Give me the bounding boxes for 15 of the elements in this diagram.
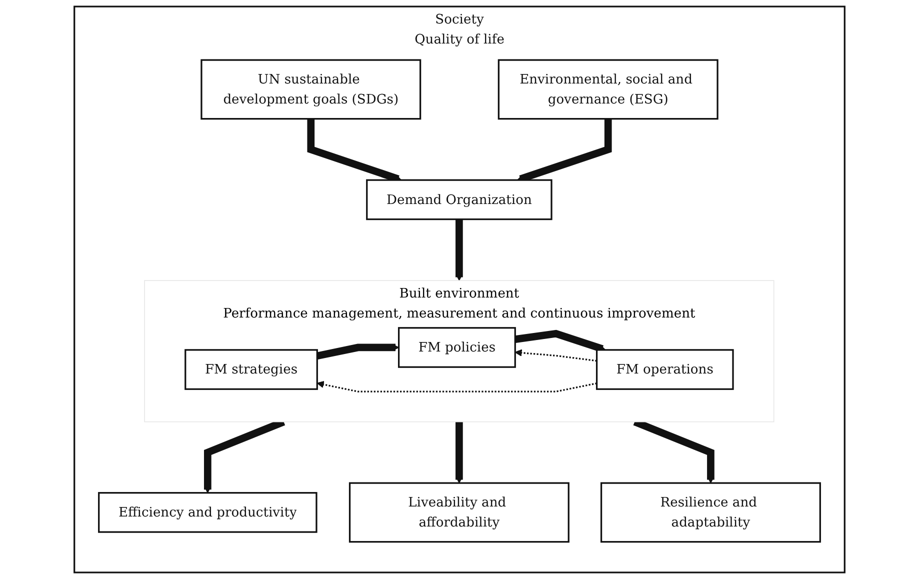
node-box: Resilience and adaptability [600,482,821,543]
node-box: Liveability and affordability [348,482,570,543]
arrow [316,380,597,392]
node-box: Efficiency and productivity [98,492,318,533]
arrow [456,219,463,281]
node-box: Demand Organization [366,179,552,220]
arrow [316,344,400,360]
node-box: FM policies [398,327,516,368]
arrow [456,422,463,484]
arrow [514,330,606,352]
node-box: UN sustainable development goals (SDGs) [200,59,422,120]
node-box: FM strategies [184,349,318,390]
node-box: FM operations [596,349,734,390]
node-box: Environmental, social and governance (ESG) [498,59,718,120]
arrow [514,349,597,362]
